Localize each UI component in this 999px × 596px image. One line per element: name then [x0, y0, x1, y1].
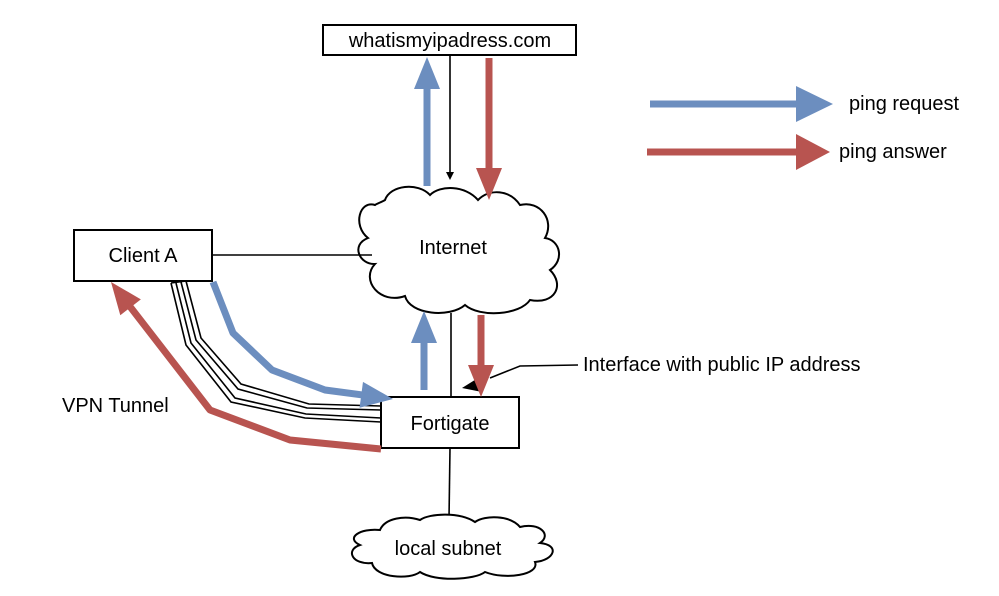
request-fortigate-to-internet-arrow: [411, 311, 437, 390]
legend: ping request ping answer: [647, 86, 960, 170]
interface-annotation: Interface with public IP address: [462, 354, 861, 392]
legend-request-label: ping request: [849, 93, 960, 115]
vpn-tunnel-label: VPN Tunnel: [62, 395, 169, 417]
internet-cloud: Internet: [357, 185, 560, 315]
request-client-to-fortigate-arrow-shaft: [209, 280, 364, 399]
answer-arrows: [111, 58, 502, 453]
fortigate-node: Fortigate: [380, 396, 520, 449]
vpn-tunnel: [170, 280, 382, 438]
fortigate-label: Fortigate: [411, 413, 490, 435]
legend-item-answer: ping answer: [647, 134, 947, 170]
request-client-to-fortigate-arrow-arrowhead-icon: [359, 381, 393, 408]
request-arrows: [209, 57, 440, 408]
website-node: whatismyipadress.com: [322, 24, 577, 56]
answer-website-to-internet-arrow-arrowhead-icon: [476, 168, 502, 200]
request-client-to-fortigate-arrow: [209, 280, 393, 408]
client-label: Client A: [109, 245, 179, 267]
answer-internet-to-fortigate-arrow-arrowhead-icon: [468, 365, 494, 397]
subnet-label: local subnet: [395, 538, 502, 560]
request-fortigate-to-internet-arrow-arrowhead-icon: [411, 311, 437, 343]
answer-fortigate-to-client-arrow-arrowhead-icon: [111, 282, 141, 316]
interface-note-label: Interface with public IP address: [583, 354, 861, 376]
answer-fortigate-to-client-arrow-shaft: [126, 303, 382, 453]
client-node: Client A: [73, 229, 213, 282]
request-internet-to-website-arrow-arrowhead-icon: [414, 57, 440, 89]
request-internet-to-website-arrow: [414, 57, 440, 186]
answer-internet-to-fortigate-arrow: [468, 315, 494, 397]
internet-label: Internet: [419, 237, 487, 259]
subnet-cloud: local subnet: [350, 513, 554, 580]
answer-fortigate-to-client-arrow: [111, 282, 382, 453]
vpn-tunnel-inner: [175, 281, 382, 419]
legend-item-request: ping request: [650, 86, 960, 122]
legend-request-arrowhead-icon: [796, 86, 833, 122]
fortigate-to-subnet-line: [448, 447, 451, 520]
legend-answer-label: ping answer: [839, 141, 947, 163]
website-label: whatismyipadress.com: [348, 30, 551, 52]
answer-website-to-internet-arrow: [476, 58, 502, 200]
legend-answer-arrowhead-icon: [796, 134, 830, 170]
